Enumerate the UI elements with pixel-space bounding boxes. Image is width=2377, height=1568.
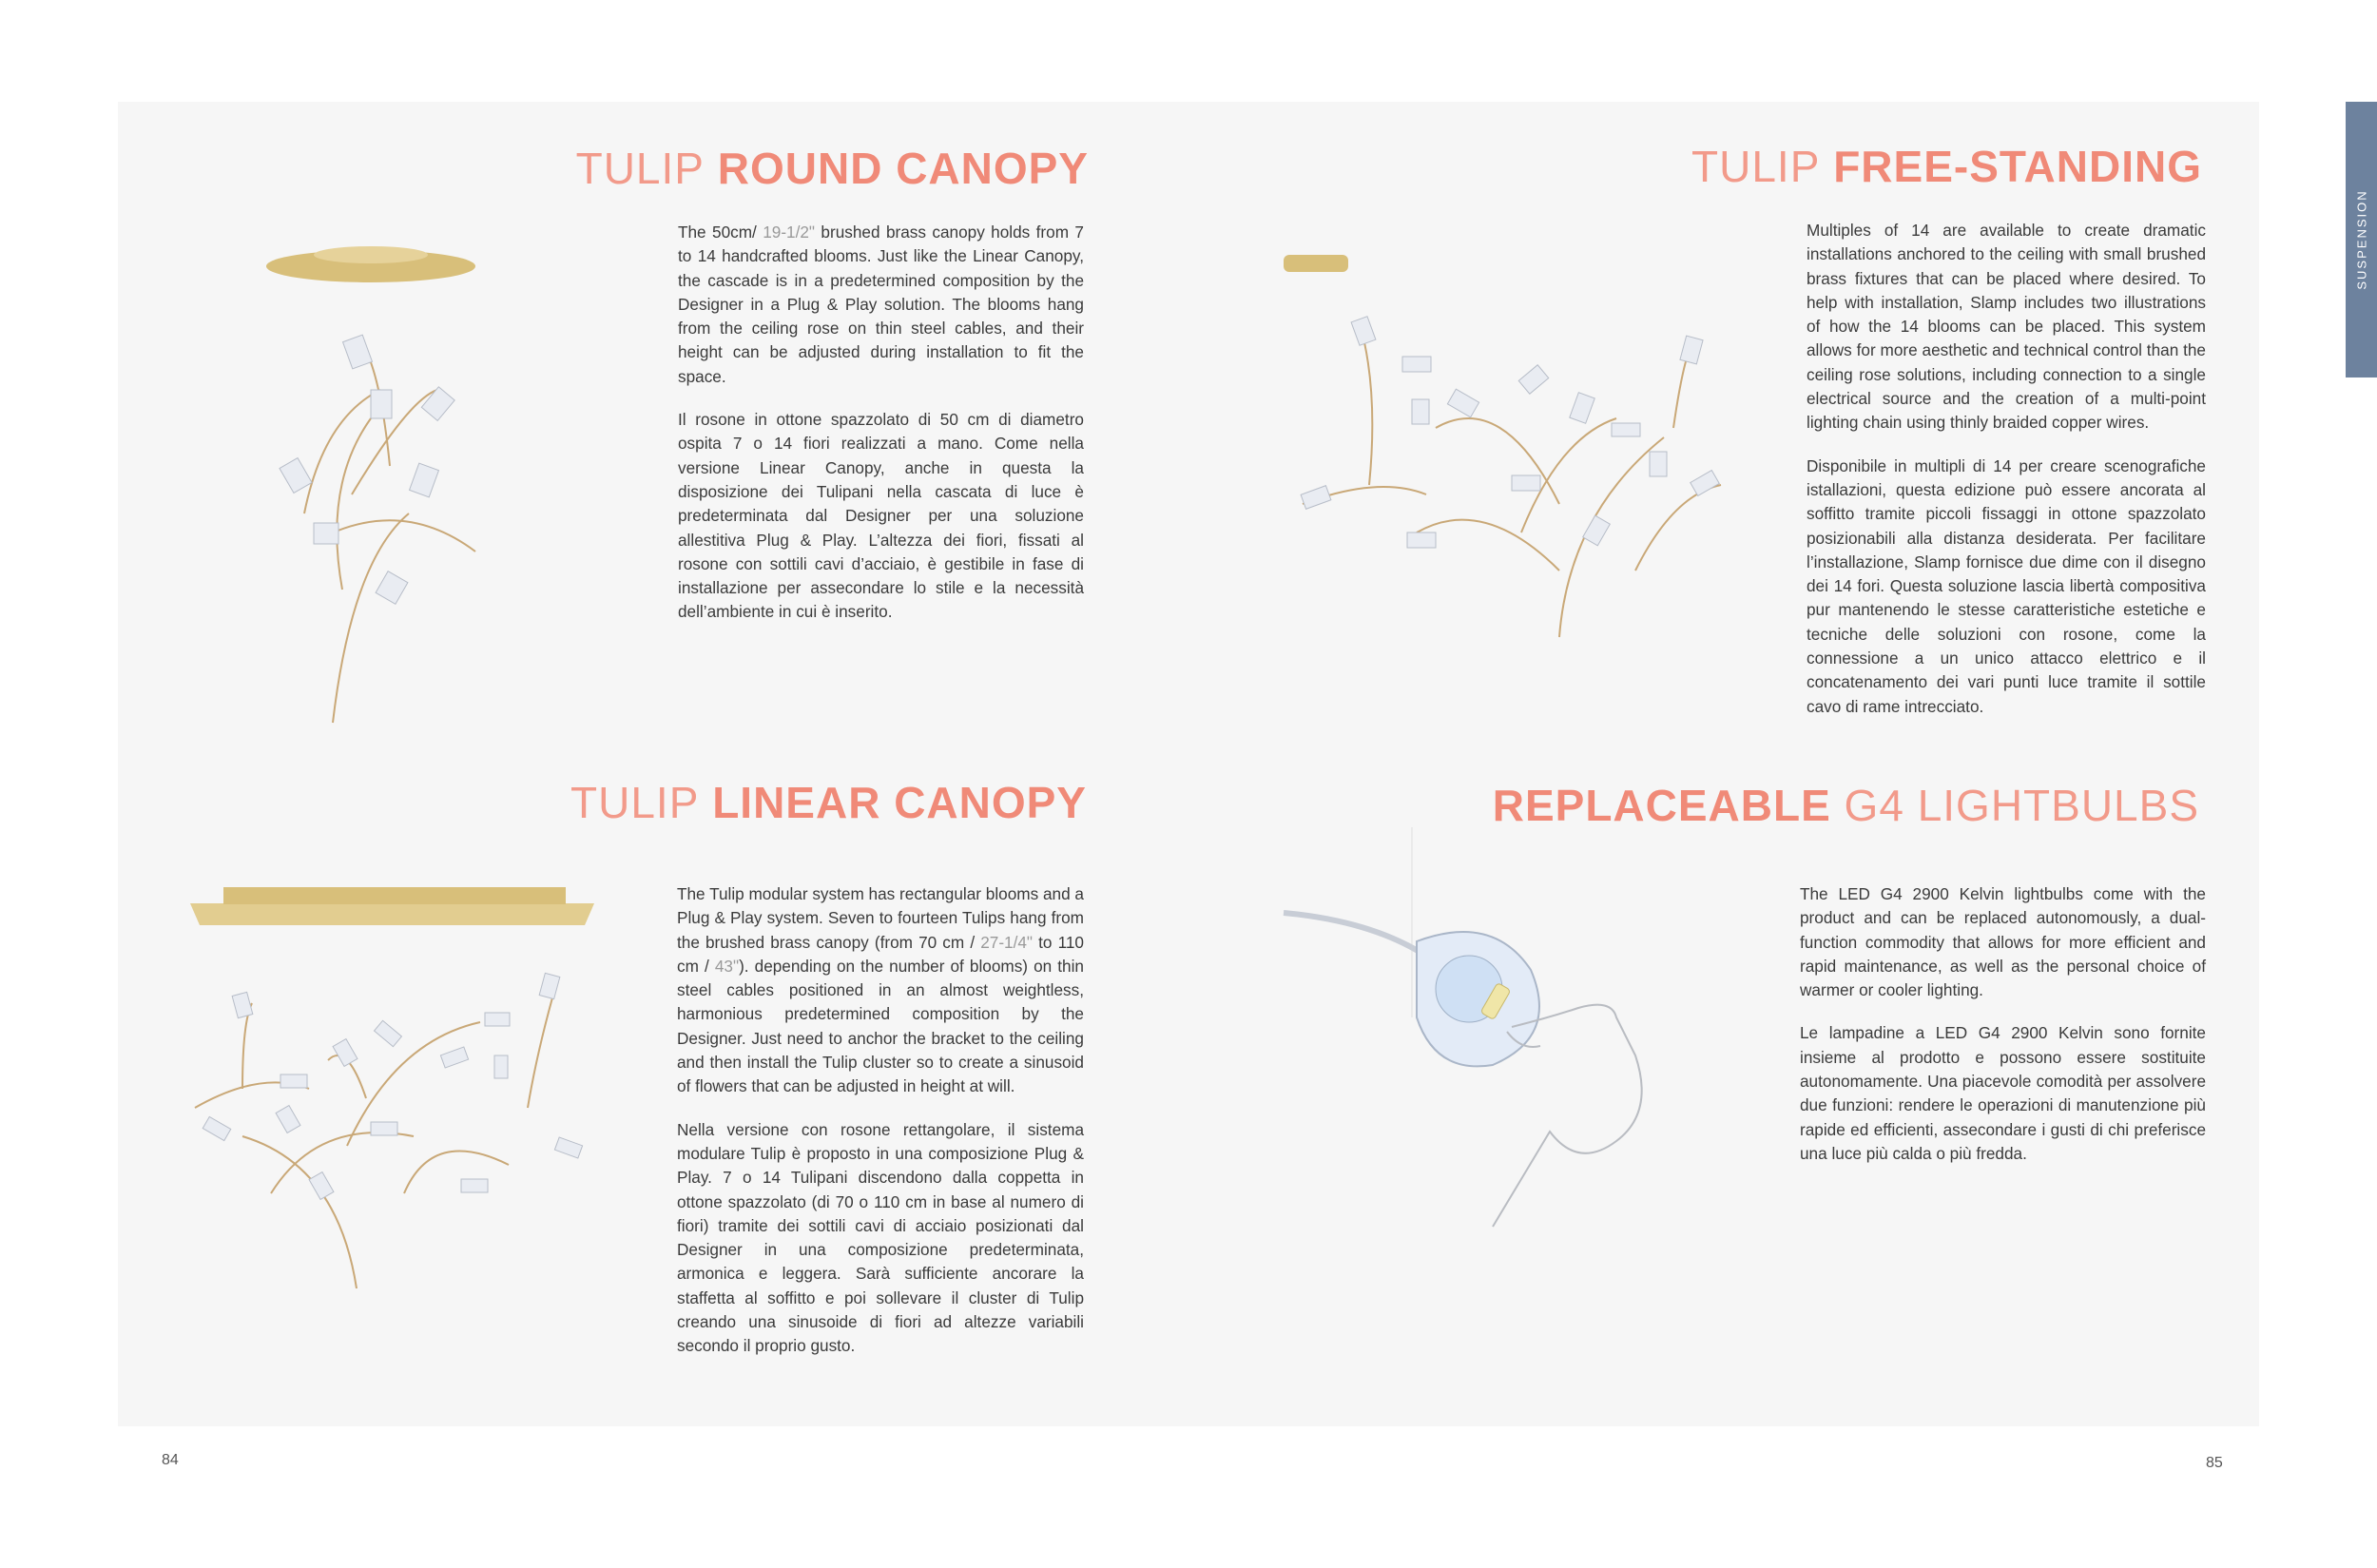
page-number-left: 84	[162, 1452, 179, 1468]
round-canopy-illustration	[266, 246, 476, 724]
linear-canopy-illustration	[190, 887, 594, 1289]
round-canopy-text: The 50cm/ 19-1/2ʺ brushed brass canopy h…	[678, 221, 1084, 644]
lightbulbs-text: The LED G4 2900 Kelvin lightbulbs come w…	[1800, 882, 2206, 1185]
lightbulbs-title: REPLACEABLE G4 LIGHTBULBS	[1493, 780, 2199, 831]
linear-canopy-title: TULIP LINEAR CANOPY	[570, 777, 1087, 828]
free-standing-text: Multiples of 14 are available to create …	[1807, 219, 2206, 738]
free-standing-title: TULIP FREE-STANDING	[1691, 141, 2202, 192]
text: The Tulip modular system has rectangular…	[677, 884, 1084, 952]
dimension: 19-1/2ʺ	[763, 223, 816, 242]
linear-it: Nella versione con rosone rettangolare, …	[677, 1119, 1084, 1356]
title-bold: REPLACEABLE	[1492, 781, 1831, 830]
round-en: The 50cm/ 19-1/2ʺ brushed brass canopy h…	[678, 221, 1084, 389]
linear-en: The Tulip modular system has rectangular…	[677, 882, 1084, 1099]
free-en: Multiples of 14 are available to create …	[1807, 221, 2206, 433]
title-light: TULIP	[570, 778, 700, 827]
lightbulb-illustration	[1283, 827, 1643, 1228]
bulbs-it: Le lampadine a LED G4 2900 Kelvin sono f…	[1800, 1023, 2206, 1163]
section-tab[interactable]: SUSPENSION	[2346, 102, 2377, 377]
free-standing-illustration	[1284, 255, 1722, 638]
round-it: Il rosone in ottone spazzolato di 50 cm …	[678, 410, 1084, 622]
title-light: G4 LIGHTBULBS	[1844, 781, 2199, 830]
dimension: 43ʺ	[714, 956, 740, 976]
text: The 50cm/	[678, 223, 763, 242]
page-panel	[118, 102, 2259, 1426]
title-bold: LINEAR CANOPY	[712, 778, 1087, 827]
text: brushed brass canopy holds from 7 to 14 …	[678, 223, 1084, 386]
round-canopy-title: TULIP ROUND CANOPY	[576, 143, 1089, 194]
dimension: 27-1/4ʺ	[980, 932, 1034, 952]
text: to 110 cm /	[677, 932, 1084, 976]
text: ). depending on the number of blooms) on…	[677, 956, 1084, 1096]
linear-canopy-text: The Tulip modular system has rectangular…	[677, 882, 1084, 1378]
title-light: TULIP	[1691, 142, 1821, 191]
bulbs-en: The LED G4 2900 Kelvin lightbulbs come w…	[1800, 884, 2206, 1000]
page-number-right: 85	[2206, 1455, 2223, 1471]
title-bold: ROUND CANOPY	[717, 144, 1089, 193]
free-it: Disponibile in multipli di 14 per creare…	[1807, 455, 2206, 716]
title-bold: FREE-STANDING	[1833, 142, 2202, 191]
section-tab-label: SUSPENSION	[2354, 189, 2368, 290]
title-light: TULIP	[575, 144, 705, 193]
